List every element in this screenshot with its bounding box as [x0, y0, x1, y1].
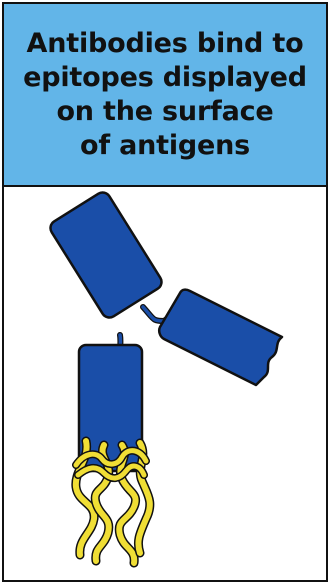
title-banner: Antibodies bind to epitopes displayed on…: [4, 4, 326, 187]
antibody-arm-right: [159, 290, 282, 385]
antibody-diagram: [4, 189, 326, 580]
antibody-heavy-chain-right: [159, 290, 282, 385]
title-line-3: on the surface: [23, 95, 307, 129]
antibody-arm-upper: [47, 189, 164, 320]
title-line-4: of antigens: [23, 129, 307, 163]
title-line-1: Antibodies bind to: [23, 27, 307, 61]
panel-title: Antibodies bind to epitopes displayed on…: [23, 27, 307, 163]
title-line-2: epitopes displayed: [23, 61, 307, 95]
antibody-illustration: [4, 189, 326, 580]
antibody-heavy-chain-upper: [47, 189, 164, 320]
